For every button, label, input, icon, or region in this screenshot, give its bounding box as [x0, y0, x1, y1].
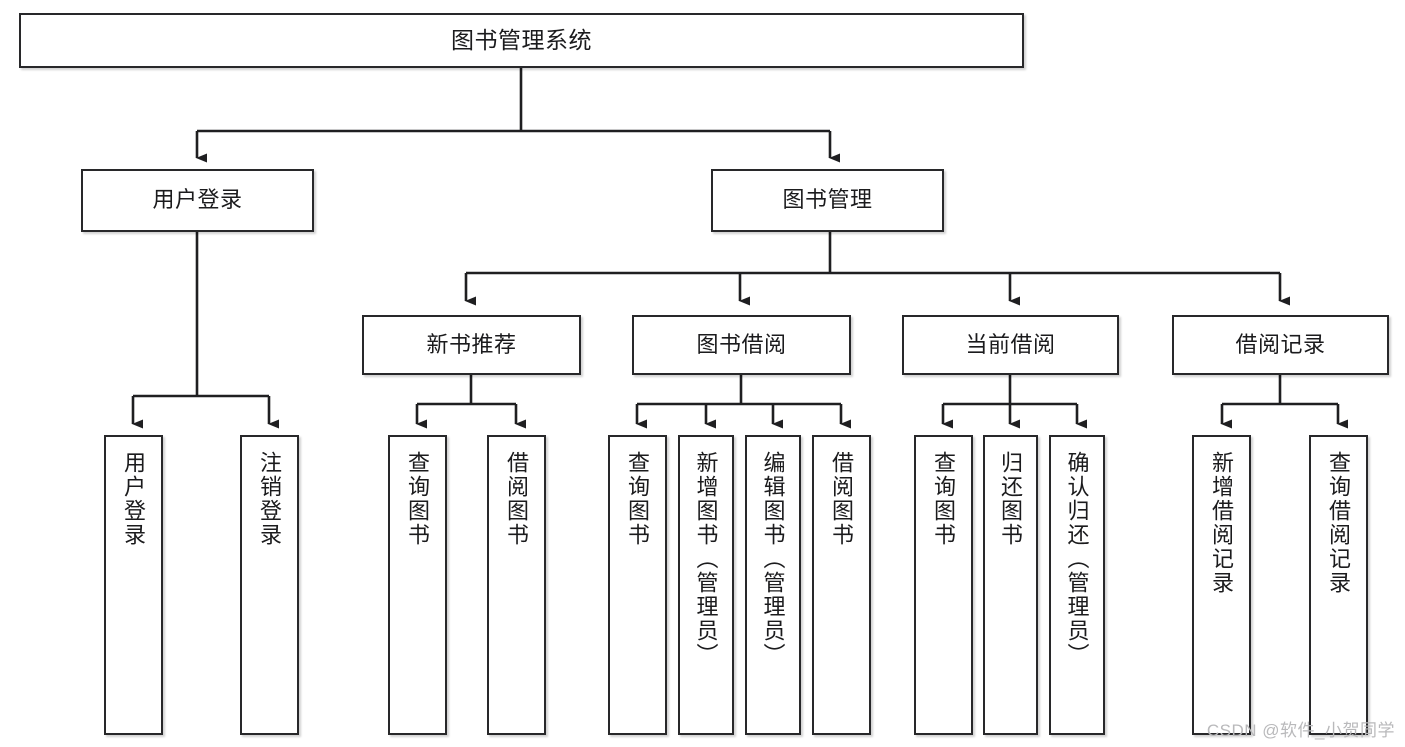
- node-label: 图书管理: [782, 187, 873, 213]
- node-label: 借阅图书: [504, 451, 530, 547]
- node-label: 新书推荐: [426, 331, 517, 357]
- node-book-management[interactable]: 图书管理: [711, 169, 944, 232]
- node-label: 用户登录: [121, 451, 147, 547]
- node-label: 注销登录: [257, 451, 283, 547]
- leaf-record-add-record[interactable]: 新增借阅记录: [1192, 435, 1251, 735]
- leaf-recommend-query-book[interactable]: 查询图书: [388, 435, 447, 735]
- leaf-recommend-borrow-book[interactable]: 借阅图书: [487, 435, 546, 735]
- csdn-watermark: CSDN @软件_小贺同学: [1206, 721, 1395, 740]
- leaf-user-logout[interactable]: 注销登录: [240, 435, 299, 735]
- node-label: 借阅图书: [829, 451, 855, 547]
- node-label: 图书借阅: [696, 331, 787, 357]
- leaf-record-query-record[interactable]: 查询借阅记录: [1309, 435, 1368, 735]
- node-label: 当前借阅: [965, 331, 1056, 357]
- node-book-borrow[interactable]: 图书借阅: [632, 315, 851, 375]
- node-label: 确认归还（管理员）: [1064, 451, 1090, 667]
- node-user-login[interactable]: 用户登录: [81, 169, 314, 232]
- node-label: 查询图书: [625, 451, 651, 547]
- leaf-current-confirm-return-admin[interactable]: 确认归还（管理员）: [1049, 435, 1105, 735]
- node-current-borrow[interactable]: 当前借阅: [902, 315, 1119, 375]
- node-label: 查询借阅记录: [1326, 451, 1352, 595]
- node-root-system[interactable]: 图书管理系统: [19, 13, 1024, 68]
- leaf-borrow-borrow-book[interactable]: 借阅图书: [812, 435, 871, 735]
- node-label: 查询图书: [405, 451, 431, 547]
- leaf-current-query-book[interactable]: 查询图书: [914, 435, 973, 735]
- node-label: 新增借阅记录: [1209, 451, 1235, 595]
- leaf-borrow-query-book[interactable]: 查询图书: [608, 435, 667, 735]
- node-label: 图书管理系统: [451, 26, 592, 53]
- node-label: 借阅记录: [1235, 331, 1326, 357]
- node-label: 用户登录: [152, 187, 243, 213]
- node-borrow-record[interactable]: 借阅记录: [1172, 315, 1389, 375]
- node-label: 归还图书: [998, 451, 1024, 547]
- node-label: 编辑图书（管理员）: [760, 451, 786, 667]
- node-label: 新增图书（管理员）: [693, 451, 719, 667]
- node-label: 查询图书: [931, 451, 957, 547]
- node-new-book-recommend[interactable]: 新书推荐: [362, 315, 581, 375]
- leaf-user-login[interactable]: 用户登录: [104, 435, 163, 735]
- leaf-borrow-edit-book-admin[interactable]: 编辑图书（管理员）: [745, 435, 801, 735]
- leaf-current-return-book[interactable]: 归还图书: [983, 435, 1038, 735]
- leaf-borrow-add-book-admin[interactable]: 新增图书（管理员）: [678, 435, 734, 735]
